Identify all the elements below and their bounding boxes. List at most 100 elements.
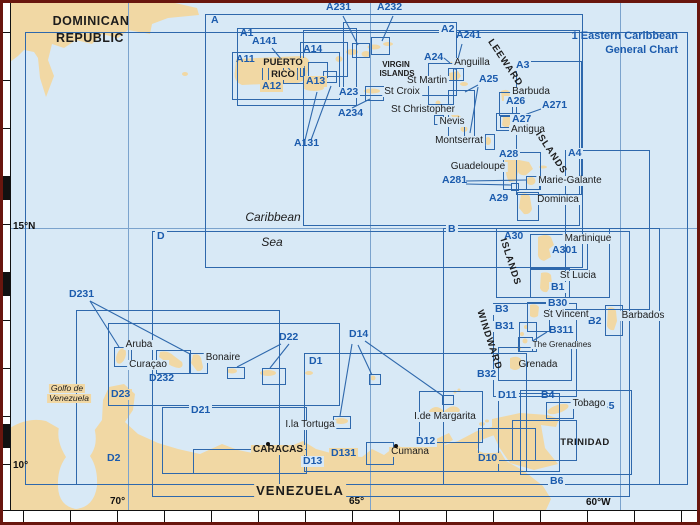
leader-line [89,300,191,355]
scale-tick [211,511,212,525]
chart-box-d231-aruba-target[interactable] [114,347,132,367]
chart-box-a12-bracket[interactable] [262,62,269,80]
chart-box-d231-bonaire-target[interactable] [189,353,208,374]
leader-line [269,343,290,369]
chart-label-a141[interactable]: A141 [252,35,278,47]
chart-label-a28[interactable]: A28 [497,148,521,160]
chart-box-d1[interactable] [304,353,527,472]
chart-label-a271[interactable]: A271 [542,99,568,111]
chart-box-b5[interactable] [520,390,632,475]
chart-label-a11[interactable]: A11 [236,53,255,65]
chart-box-a1[interactable] [237,28,357,106]
chart-box-a29[interactable] [517,192,539,221]
chart-box-a231-target[interactable] [352,43,370,58]
chart-label-a26[interactable]: A26 [504,95,528,107]
chart-label-d231[interactable]: D231 [69,288,95,300]
scale-block [0,176,10,200]
chart-label-d21[interactable]: D21 [189,404,213,416]
chart-label-a12[interactable]: A12 [260,80,284,92]
chart-label-d10[interactable]: D10 [476,452,500,464]
chart-label-a23[interactable]: A23 [337,86,361,98]
chart-label-a1[interactable]: A1 [240,27,254,39]
chart-label-a29[interactable]: A29 [489,192,509,204]
chart-box-montserrat-target[interactable] [485,134,495,150]
chart-label-d12[interactable]: D12 [414,435,438,447]
chart-label-a25[interactable]: A25 [479,73,499,85]
chart-label-a281[interactable]: A281 [442,174,468,186]
land-trinidad [492,413,559,470]
chart-title-line2: General Chart [605,43,678,56]
land-st-martin [449,71,461,81]
chart-label-d[interactable]: D [155,230,167,242]
scale-tick [634,511,635,525]
chart-box-b3[interactable] [493,303,577,397]
chart-label-b1[interactable]: B1 [549,281,567,293]
chart-label-a4[interactable]: A4 [566,147,584,159]
chart-box-a301[interactable] [530,234,588,270]
chart-label-a3[interactable]: A3 [514,59,532,71]
chart-box-d14-target-3[interactable] [442,395,454,405]
chart-label-a[interactable]: A [209,14,221,26]
chart-title[interactable]: 1 Eastern Caribbean General Chart [572,30,678,57]
chart-box-d11[interactable] [498,393,560,472]
chart-label-b[interactable]: B [446,223,458,235]
chart-label-d11[interactable]: D11 [496,389,519,401]
chart-label-d13[interactable]: D13 [301,455,325,467]
geo-label-trinidad: TRINIDAD [560,437,610,448]
chart-label-b32[interactable]: B32 [475,368,499,380]
chart-box-d22-target-1[interactable] [227,367,245,379]
chart-box-b1[interactable] [530,268,570,298]
chart-label-d14[interactable]: D14 [349,328,369,340]
scale-tick [164,511,165,525]
chart-label-a2[interactable]: A2 [439,23,457,35]
chart-label-a301[interactable]: A301 [552,244,578,256]
chart-label-a13[interactable]: A13 [304,75,328,87]
chart-box-a14-bracket[interactable] [297,58,304,80]
chart-box-a232-target[interactable] [371,37,390,55]
chart-box-b4[interactable] [546,402,574,419]
leader-line [443,57,451,64]
chart-label-b2[interactable]: B2 [588,315,602,327]
chart-label-b30[interactable]: B30 [546,297,570,309]
lat-label-10-: 10° [13,460,29,471]
chart-label-b31[interactable]: B31 [493,320,517,332]
scale-tick [399,511,400,525]
chart-box-region-a[interactable] [205,14,583,268]
geo-label-dominica: Dominica [535,194,581,205]
chart-box-a241-target[interactable] [448,68,464,81]
chart-box-a281-target[interactable] [511,183,519,191]
chart-label-b5[interactable]: B5 [601,400,615,412]
chart-label-a14[interactable]: A14 [303,43,323,55]
chart-label-a231[interactable]: A231 [326,1,352,13]
land-st-john [361,51,371,57]
chart-label-d23[interactable]: D23 [109,388,133,400]
chart-label-b6[interactable]: B6 [548,475,566,487]
chart-box-a4[interactable] [565,150,650,310]
geo-label-martinique: Martinique [562,233,614,244]
chart-box-d10-east[interactable] [512,420,577,461]
chart-box-d22-target-2[interactable] [262,368,286,385]
chart-label-a241[interactable]: A241 [456,29,482,41]
land-hispaniola [10,0,199,97]
scale-tick [0,224,10,225]
chart-label-a27[interactable]: A27 [510,113,534,125]
chart-label-a234[interactable]: A234 [338,107,364,119]
chart-label-a131[interactable]: A131 [294,137,320,149]
chart-label-d131[interactable]: D131 [329,447,359,459]
chart-label-b4[interactable]: B4 [541,389,555,401]
chart-label-d2[interactable]: D2 [105,452,123,464]
chart-label-d22[interactable]: D22 [279,331,299,343]
chart-label-b311[interactable]: B311 [549,324,574,336]
chart-box-d23[interactable] [108,323,340,406]
chart-label-a232[interactable]: A232 [377,1,403,13]
land-mustique [520,332,524,336]
chart-label-d232[interactable]: D232 [149,372,175,384]
chart-box-d10-west[interactable] [478,428,536,461]
chart-label-b3[interactable]: B3 [493,303,511,315]
chart-box-d14-target-1[interactable] [369,374,381,385]
chart-label-a30[interactable]: A30 [504,230,524,242]
chart-label-d1[interactable]: D1 [307,355,325,367]
scale-tick [0,128,10,129]
chart-label-a24[interactable]: A24 [424,51,444,63]
land-tobago [547,403,569,415]
